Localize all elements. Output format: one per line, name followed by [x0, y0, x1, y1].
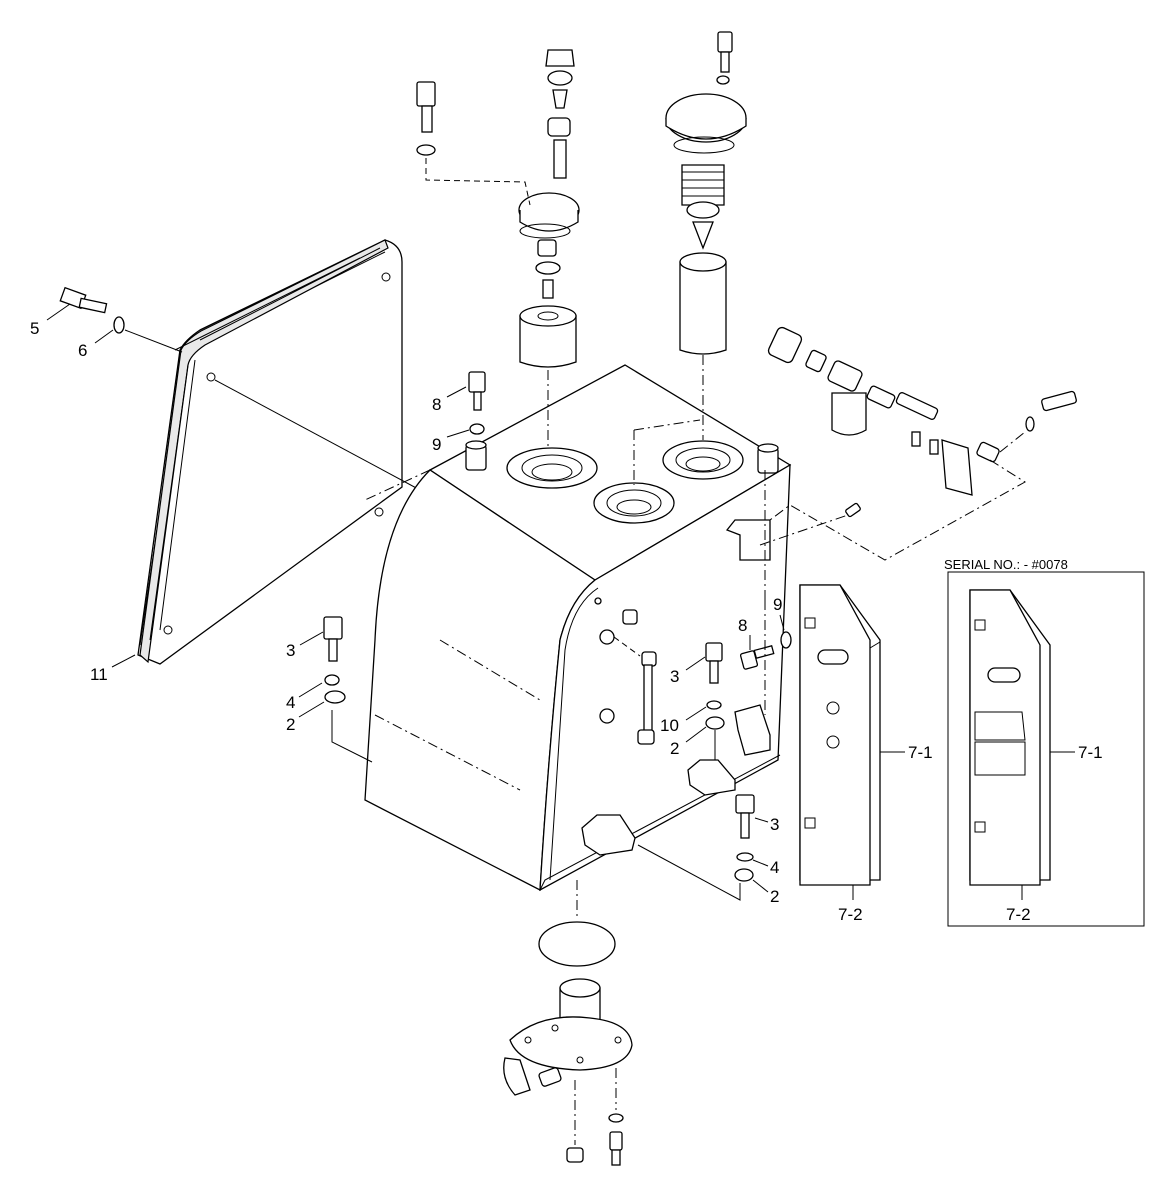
bracket-mid: [687, 759, 736, 796]
bolt-8-side: [739, 645, 775, 670]
screw-5: [59, 286, 108, 314]
washer-9-side: [780, 631, 792, 649]
nut-bottom: [566, 1147, 584, 1163]
callout-5: 5: [30, 319, 39, 338]
strainer-flange: [662, 440, 744, 480]
washer-2-mid: [705, 716, 725, 730]
callout-6: 6: [78, 341, 87, 360]
bolt-bottom: [609, 1131, 623, 1151]
pad-7-alternate: [969, 589, 1051, 886]
bracket-upper: [725, 519, 771, 561]
callout-7-1-main: 7-1: [908, 743, 933, 762]
callout-9-top: 9: [432, 435, 441, 454]
return-filter-flange: [506, 447, 598, 489]
leader-lines: [46, 303, 1075, 900]
washer-2-left: [324, 690, 346, 704]
bolt-3-left: [323, 616, 343, 662]
serial-number-label: SERIAL NO.: - #0078: [944, 557, 1068, 572]
level-gauge: [637, 651, 657, 745]
callout-7-1-inset: 7-1: [1078, 743, 1103, 762]
bolt-top-left: [416, 81, 436, 156]
strainer-assembly: [665, 31, 747, 355]
washer-10: [706, 700, 722, 710]
washer-4-lower: [736, 852, 754, 862]
breather-fitting: [845, 502, 861, 518]
bracket-right: [734, 704, 771, 756]
bracket-lower: [581, 814, 636, 856]
callout-7-2-inset: 7-2: [1006, 905, 1031, 924]
return-filter-assembly: [518, 49, 580, 368]
suction-flange-bottom: [503, 978, 633, 1096]
suction-flange: [593, 482, 675, 524]
washer-4-left: [324, 674, 340, 686]
washer-2-lower: [734, 868, 754, 882]
washer-9-top: [469, 423, 485, 435]
callout-9-side: 9: [773, 595, 782, 614]
washer-6: [113, 316, 125, 334]
callout-10: 10: [660, 716, 679, 735]
callout-2-lower: 2: [770, 887, 779, 906]
callout-labels: 5 6 11 8 9 3 4 2 3 10 2 8 9 7-1 7-2 3 4 …: [30, 319, 1103, 924]
bolt-3-mid: [705, 642, 723, 684]
callout-3-lower: 3: [770, 815, 779, 834]
drain-piping: [767, 326, 1077, 496]
serial-inset-frame: [947, 571, 1145, 927]
callout-11: 11: [90, 665, 108, 684]
callout-3-left: 3: [286, 641, 295, 660]
pad-7-main: [799, 584, 881, 886]
callout-3-mid: 3: [670, 667, 679, 686]
callout-2-mid: 2: [670, 739, 679, 758]
side-cover-panel: [137, 239, 403, 665]
callout-4-left: 4: [286, 693, 295, 712]
callout-7-2-main: 7-2: [838, 905, 863, 924]
bolt-3-lower: [735, 794, 755, 839]
callout-2-left: 2: [286, 715, 295, 734]
hydraulic-tank-body: [364, 364, 792, 892]
o-ring-bottom: [538, 921, 616, 967]
callout-8-side: 8: [738, 616, 747, 635]
bolt-8-top: [468, 371, 486, 411]
callout-4-lower: 4: [770, 858, 779, 877]
callout-8-top: 8: [432, 395, 441, 414]
